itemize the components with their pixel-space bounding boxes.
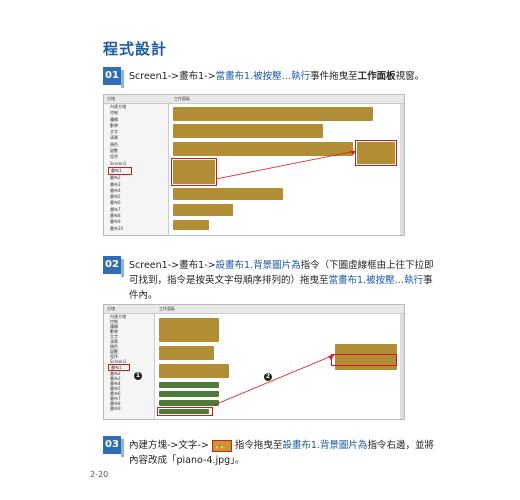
palette-item[interactable]: 畫布5 xyxy=(110,386,121,391)
palette-item[interactable]: 畫布2 xyxy=(110,175,121,181)
palette-item[interactable]: 控制 xyxy=(110,110,118,116)
palette-item[interactable]: 畫布9 xyxy=(110,219,121,225)
event-block[interactable] xyxy=(173,188,283,200)
step-badge: 01 xyxy=(103,67,124,88)
palette-item[interactable]: 畫布2 xyxy=(110,371,121,376)
palette-item[interactable]: 畫布4 xyxy=(110,187,121,193)
workspace[interactable] xyxy=(155,314,404,419)
palette-item[interactable]: 程序 xyxy=(110,154,118,160)
palette-item[interactable]: 文字 xyxy=(110,334,118,339)
palette-item[interactable]: 內建方塊 xyxy=(110,104,126,109)
palette-item[interactable]: 內建方塊 xyxy=(110,314,126,319)
highlight-box xyxy=(331,354,397,366)
palette-item[interactable]: 畫布3 xyxy=(110,376,121,381)
scrollbar[interactable] xyxy=(400,104,404,235)
palette-item[interactable]: 數學 xyxy=(110,122,118,128)
marker-1: 1 xyxy=(134,372,142,380)
event-block[interactable] xyxy=(173,124,323,138)
step-text: Screen1->畫布1->設畫布1.背景圖片為指令（下圖虛線框由上往下拉即可找… xyxy=(129,260,434,301)
palette-item[interactable]: 畫布5 xyxy=(110,194,121,200)
palette-item[interactable]: 顏色 xyxy=(110,344,118,349)
palette-item[interactable]: 畫布9 xyxy=(110,406,121,411)
palette-item[interactable]: 清單 xyxy=(110,135,118,141)
palette-item[interactable]: 控制 xyxy=(110,319,118,324)
setter-block[interactable] xyxy=(159,400,219,406)
palette-item[interactable]: 程序 xyxy=(110,354,118,359)
workspace[interactable] xyxy=(169,104,404,235)
palette-item[interactable]: 畫布8 xyxy=(110,213,121,219)
block-palette[interactable]: 內建方塊 控制 邏輯 數學 文字 清單 顏色 變數 程序 Screen1 畫布1… xyxy=(104,314,155,419)
scrollbar[interactable] xyxy=(400,314,404,419)
setter-block[interactable] xyxy=(159,382,219,388)
palette-item[interactable]: 清單 xyxy=(110,339,118,344)
event-block[interactable] xyxy=(173,142,353,156)
palette-item[interactable]: 邏輯 xyxy=(110,116,118,122)
page-number: 2-20 xyxy=(90,470,109,479)
setter-block[interactable] xyxy=(159,391,219,397)
highlight-box xyxy=(355,140,397,166)
event-block[interactable] xyxy=(173,220,209,230)
drag-arrow xyxy=(213,354,335,406)
text-block-icon: " " xyxy=(211,439,232,453)
palette-item[interactable]: 畫布3 xyxy=(110,181,121,187)
shot-header: 方塊 工作面板 xyxy=(104,95,404,104)
block-palette[interactable]: 內建方塊 控制 邏輯 數學 文字 清單 顏色 變數 程序 Screen1 畫布1… xyxy=(104,104,169,235)
palette-item[interactable]: 畫布7 xyxy=(110,396,121,401)
drag-arrow xyxy=(215,150,357,180)
step-text: 內建方塊->文字-> " " 指令拖曳至設畫布1.背景圖片為指令右邊，並將內容改… xyxy=(129,439,434,466)
step-03: 03 內建方塊->文字-> " " 指令拖曳至設畫布1.背景圖片為指令右邊，並將… xyxy=(103,436,463,466)
palette-item[interactable]: 畫布4 xyxy=(110,381,121,386)
step-badge: 02 xyxy=(103,256,124,277)
palette-item[interactable]: 畫布8 xyxy=(110,401,121,406)
palette-item[interactable]: 文字 xyxy=(110,129,118,135)
page-title: 程式設計 xyxy=(103,40,168,58)
highlight-box xyxy=(171,158,217,186)
method-block[interactable] xyxy=(159,346,214,360)
touched-event-block[interactable] xyxy=(173,160,215,184)
palette-item[interactable]: 畫布10 xyxy=(110,225,124,231)
step-badge: 03 xyxy=(103,436,124,457)
palette-item[interactable]: 數學 xyxy=(110,329,118,334)
setter-block[interactable] xyxy=(159,409,209,414)
palette-item[interactable]: Screen1 xyxy=(110,359,127,364)
highlight-box xyxy=(157,407,213,416)
placed-event-block[interactable] xyxy=(357,142,395,164)
method-block[interactable] xyxy=(159,318,219,342)
palette-item-canvas1[interactable]: 畫布1 xyxy=(108,364,130,371)
screenshot-1: 方塊 工作面板 內建方塊 控制 邏輯 數學 文字 清單 顏色 變數 程序 Scr… xyxy=(103,94,405,236)
event-block[interactable] xyxy=(173,204,233,216)
marker-2: 2 xyxy=(264,373,272,381)
palette-item[interactable]: 變數 xyxy=(110,148,118,154)
palette-item[interactable]: 畫布7 xyxy=(110,206,121,212)
step-01: 01 Screen1->畫布1->當畫布1.被按壓…執行事件拖曳至工作面板視窗。 xyxy=(103,67,463,88)
step-02: 02 Screen1->畫布1->設畫布1.背景圖片為指令（下圖虛線框由上往下拉… xyxy=(103,256,463,301)
palette-item[interactable]: 顏色 xyxy=(110,141,118,147)
palette-item-canvas1[interactable]: 畫布1 xyxy=(108,166,132,176)
event-block[interactable] xyxy=(173,107,373,121)
palette-item[interactable]: Screen1 xyxy=(110,160,127,166)
method-block[interactable] xyxy=(159,364,229,378)
palette-item[interactable]: 邏輯 xyxy=(110,324,118,329)
step-text: Screen1->畫布1->當畫布1.被按壓…執行事件拖曳至工作面板視窗。 xyxy=(129,71,425,82)
screenshot-2: 方塊 工作面板 內建方塊 控制 邏輯 數學 文字 清單 顏色 變數 程序 Scr… xyxy=(103,304,405,420)
palette-item[interactable]: 畫布6 xyxy=(110,200,121,206)
palette-item[interactable]: 變數 xyxy=(110,349,118,354)
palette-item[interactable]: 畫布6 xyxy=(110,391,121,396)
shot-header: 方塊 工作面板 xyxy=(104,305,404,314)
